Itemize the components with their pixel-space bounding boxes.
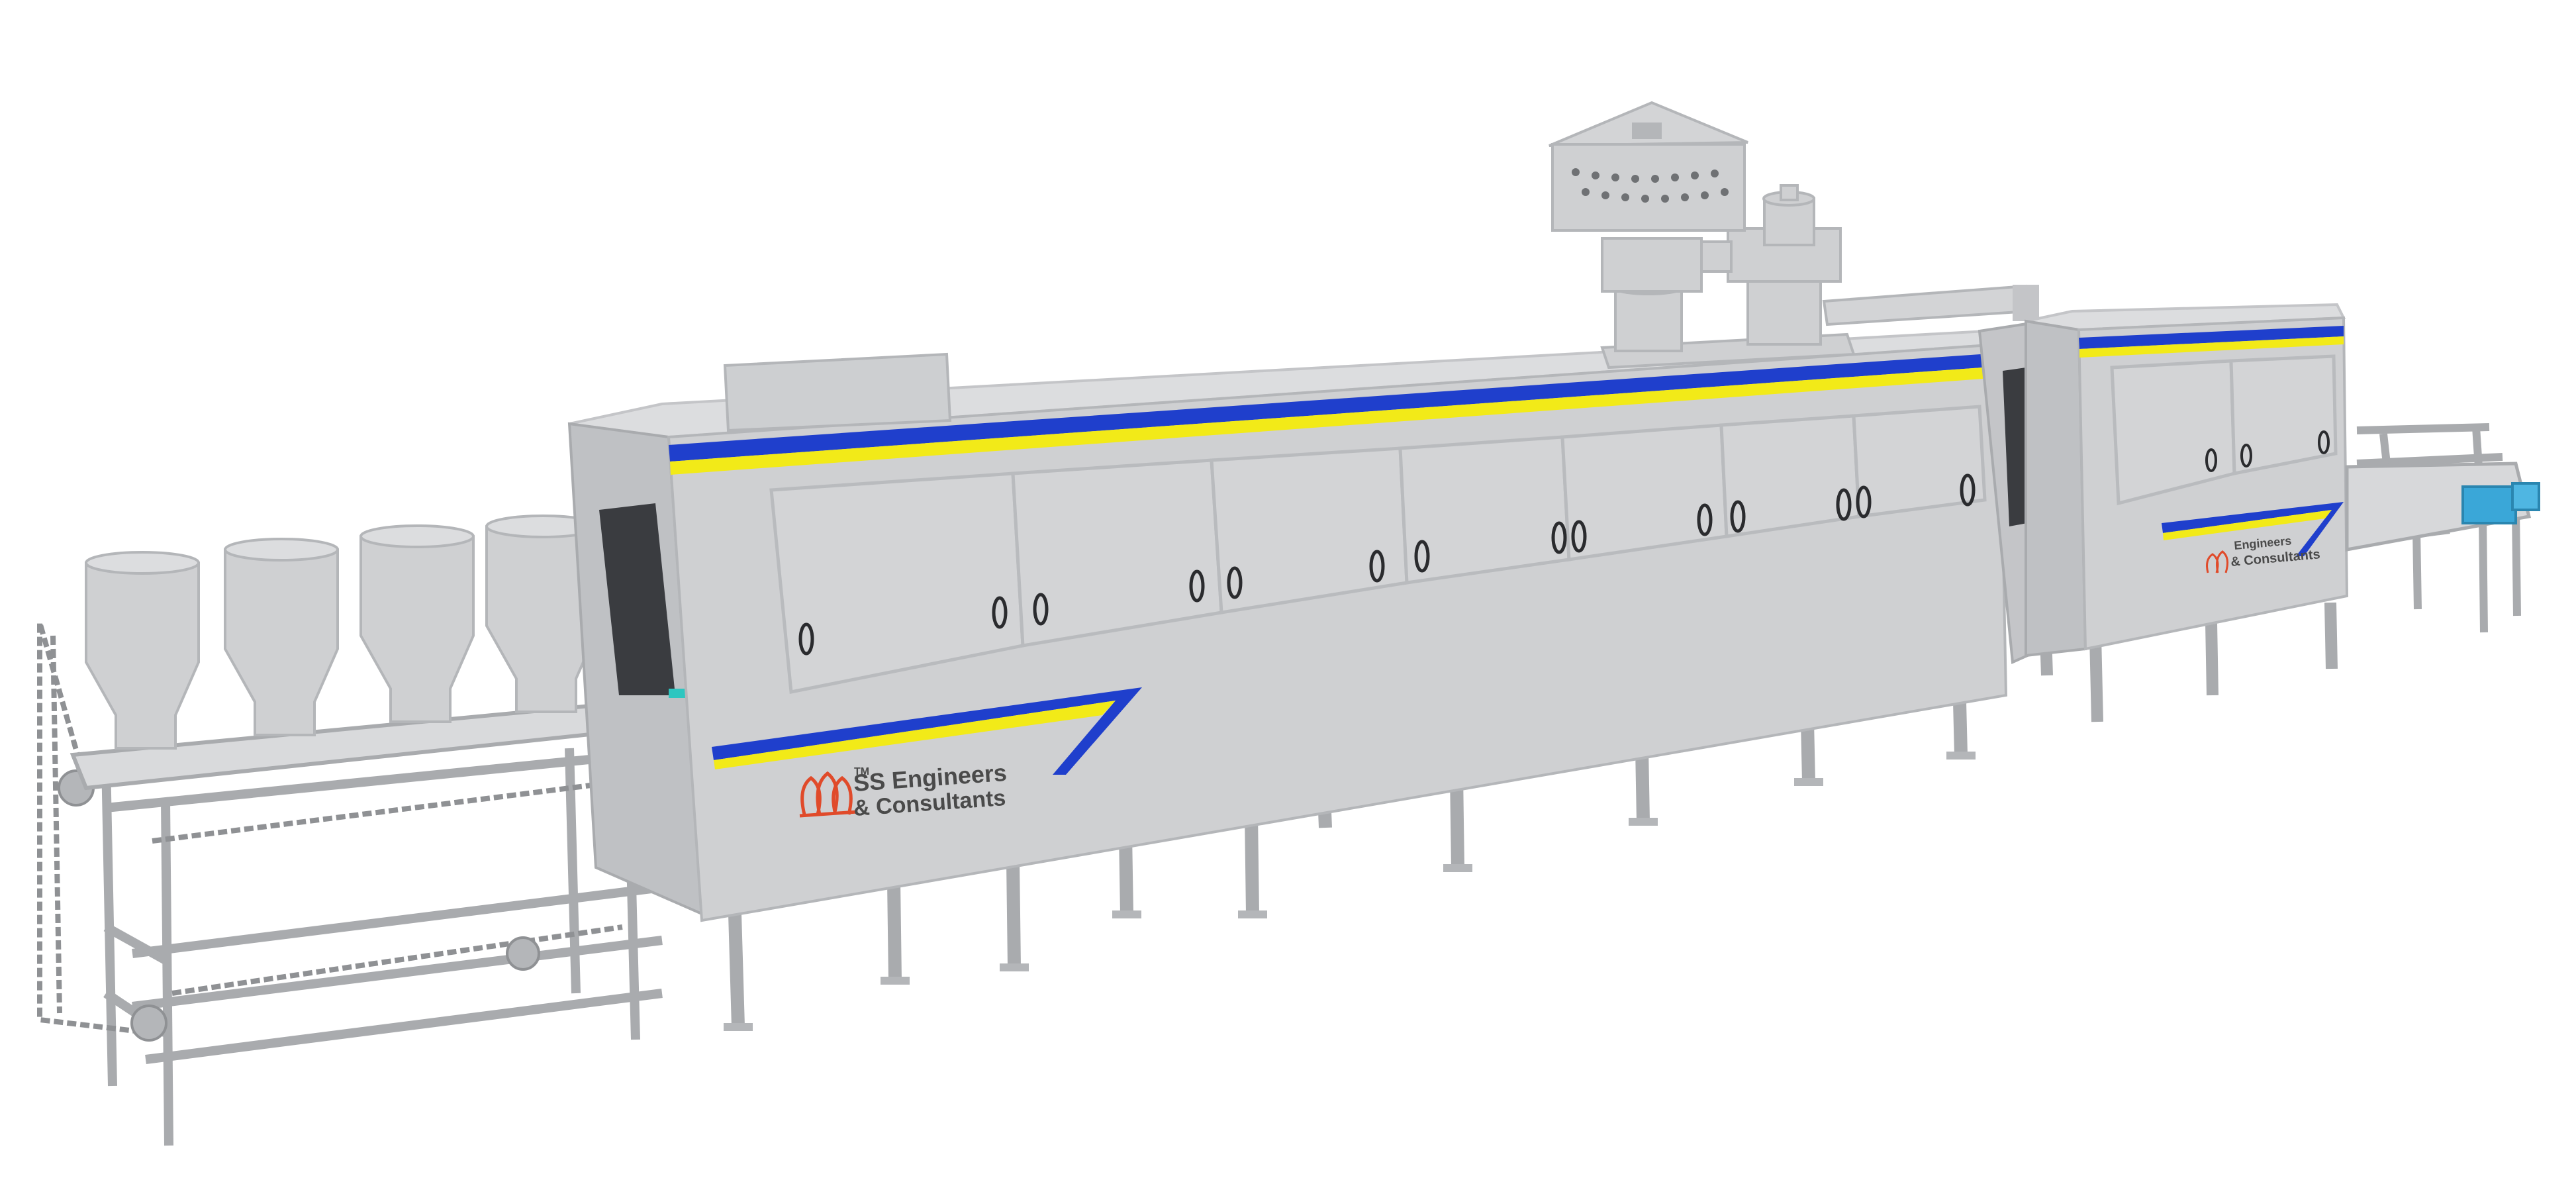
access-door-5: [1560, 423, 1729, 562]
secondary-blue-chevron: [2162, 502, 2344, 556]
secondary-door-handles: [2205, 430, 2330, 472]
secondary-top-yellow-stripe: [2079, 336, 2344, 358]
brand-logo-main: TM SS Engineers & Consultants: [799, 759, 1008, 821]
secondary-unit-side: [2025, 319, 2087, 658]
secondary-top-blue-stripe: [2079, 326, 2344, 349]
brand-trademark: TM: [854, 766, 869, 777]
transfer-pipe: [1822, 284, 2031, 326]
chain-sprockets: [58, 769, 540, 1042]
lower-blue-chevron: [712, 687, 1142, 775]
ventilation-hood: [1549, 101, 1748, 232]
door-handles: [798, 473, 1976, 656]
outfeed-drive-motor: [2461, 482, 2540, 524]
access-doors: [769, 405, 1987, 694]
brand-logo-mark-icon: [799, 771, 858, 818]
feed-hopper-3: [359, 524, 475, 723]
access-door-6: [1719, 414, 1861, 538]
lower-yellow-chevron: [714, 701, 1116, 769]
feed-hopper-1: [85, 551, 200, 750]
access-door-7: [1852, 405, 1987, 518]
feed-hopper-2: [224, 538, 339, 736]
exhaust-stack: [1600, 184, 1856, 369]
feed-hopper-4: [485, 515, 600, 713]
secondary-access-doors: [2110, 354, 2338, 506]
secondary-yellow-chevron: [2163, 510, 2332, 540]
roof-control-box: [723, 352, 952, 432]
leg-feet: [724, 752, 1976, 1031]
drive-chain: [37, 621, 623, 1036]
outfeed-belt: [2345, 462, 2532, 552]
transfer-pipe-elbow: [2013, 285, 2039, 321]
top-blue-stripe: [669, 353, 2001, 462]
infeed-opening: [599, 503, 675, 695]
top-yellow-stripe: [670, 366, 2001, 475]
feed-hoppers: [85, 515, 600, 750]
secondary-access-door-2: [2229, 354, 2338, 476]
access-door-4: [1398, 435, 1571, 585]
brand-logo-secondary-mark-icon: [2206, 550, 2229, 573]
